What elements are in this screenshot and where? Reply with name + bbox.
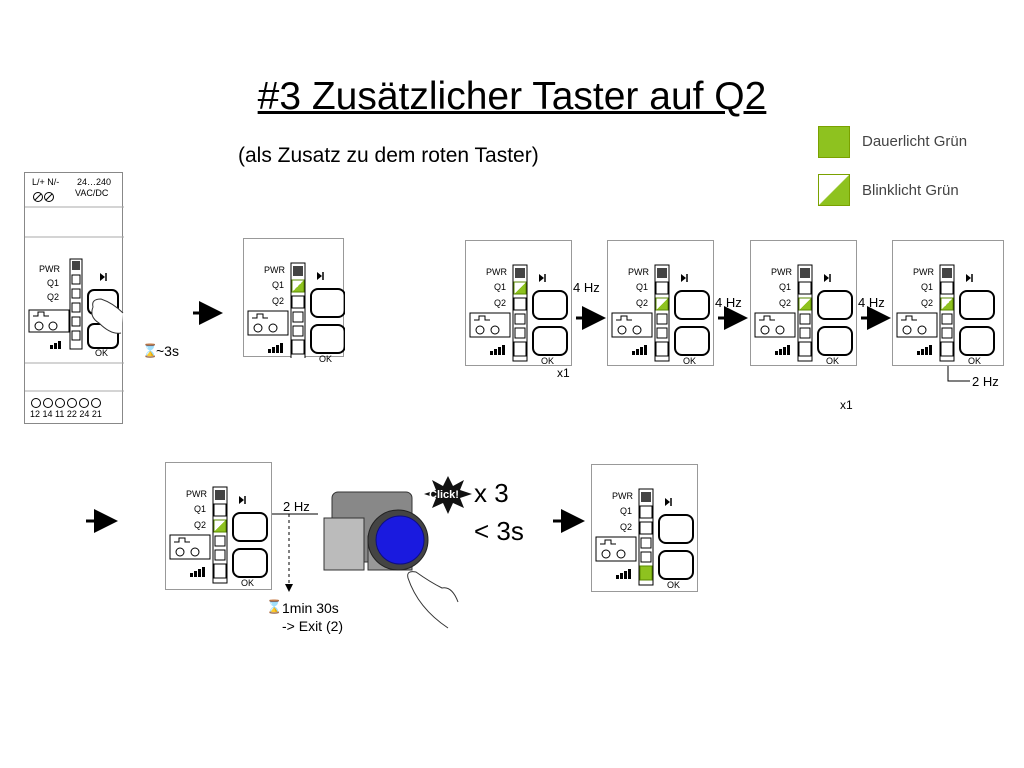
legend-blink-swatch	[818, 174, 850, 206]
freq-label-2hz-2: 2 Hz	[283, 499, 310, 514]
freq-label-4hz-1: 4 Hz	[573, 280, 600, 295]
hold-time-label: ~3s	[156, 343, 179, 359]
pwr-label: PWR	[486, 267, 507, 277]
q1-label: Q1	[636, 282, 649, 292]
ok-label: OK	[241, 578, 255, 588]
q2-label: Q2	[921, 298, 934, 308]
timeout-time: 1min 30s	[282, 600, 339, 616]
pwr-label: PWR	[913, 267, 934, 277]
q2-label: Q2	[779, 298, 792, 308]
timeout-hourglass-icon: ⌛	[266, 599, 283, 614]
device-ok-label: OK	[95, 348, 109, 358]
click-duration: < 3s	[474, 516, 524, 546]
page-title: #3 Zusätzlicher Taster auf Q2	[257, 75, 767, 118]
q2-label: Q2	[620, 522, 633, 532]
device-q2-label: Q2	[47, 292, 60, 302]
click-count: x 3	[474, 478, 509, 508]
ok-label: OK	[683, 356, 697, 366]
device-voltage-2: VAC/DC	[75, 188, 109, 198]
page-subtitle: (als Zusatz zu dem roten Taster)	[238, 144, 539, 167]
led-panel: PWR Q1 Q2 OK	[607, 240, 714, 366]
q1-label: Q1	[921, 282, 934, 292]
led-panel: PWR Q1 Q2 OK	[591, 464, 698, 592]
pwr-label: PWR	[264, 265, 285, 275]
legend: Dauerlicht Grün Blinklicht Grün	[818, 126, 1008, 210]
device-q1-label: Q1	[47, 278, 60, 288]
hourglass-icon: ⌛	[142, 343, 159, 358]
led-panel: PWR Q1 Q2 OK	[892, 240, 1004, 366]
device-drawing	[25, 192, 124, 408]
q2-label: Q2	[194, 520, 207, 530]
led-panel: PWR Q1 Q2 OK	[243, 238, 345, 364]
q1-label: Q1	[494, 282, 507, 292]
timeout-exit: -> Exit (2)	[282, 618, 344, 634]
pushbutton-illustration	[323, 491, 459, 629]
ok-label: OK	[319, 354, 333, 364]
press-count-2: x1	[840, 398, 853, 412]
ok-label: OK	[968, 356, 982, 366]
freq-label-4hz-3: 4 Hz	[858, 295, 885, 310]
legend-blink-label: Blinklicht Grün	[862, 182, 959, 199]
relay-device: L/+ N/- 24…240 VAC/DC PWR Q1 Q2 OK 12 14…	[24, 172, 124, 424]
q2-label: Q2	[272, 296, 285, 306]
pwr-label: PWR	[771, 267, 792, 277]
q2-label: Q2	[636, 298, 649, 308]
pwr-label: PWR	[186, 489, 207, 499]
ok-label: OK	[667, 580, 681, 590]
device-voltage-1: 24…240	[77, 177, 112, 187]
freq-label-4hz-2: 4 Hz	[715, 295, 742, 310]
led-panel: PWR Q1 Q2 OK	[465, 240, 572, 366]
legend-steady-label: Dauerlicht Grün	[862, 133, 968, 150]
freq-label-2hz-1: 2 Hz	[972, 374, 999, 389]
led-panel: PWR Q1 Q2 OK	[165, 462, 272, 590]
device-pwr-label: PWR	[39, 264, 60, 274]
led-panel: PWR Q1 Q2 OK	[750, 240, 857, 366]
q1-label: Q1	[272, 280, 285, 290]
pwr-label: PWR	[612, 491, 633, 501]
pwr-label: PWR	[628, 267, 649, 277]
ok-label: OK	[541, 356, 555, 366]
device-bottom-terminals: 12 14 11 22 24 21	[30, 409, 102, 419]
click-burst-icon	[424, 476, 472, 514]
device-top-terminals: L/+ N/-	[32, 177, 60, 187]
legend-steady-swatch	[818, 126, 850, 158]
press-count-1: x1	[557, 366, 570, 380]
click-badge: Click!	[429, 489, 459, 501]
q1-label: Q1	[779, 282, 792, 292]
q1-label: Q1	[194, 504, 207, 514]
q2-label: Q2	[494, 298, 507, 308]
ok-label: OK	[826, 356, 840, 366]
q1-label: Q1	[620, 506, 633, 516]
